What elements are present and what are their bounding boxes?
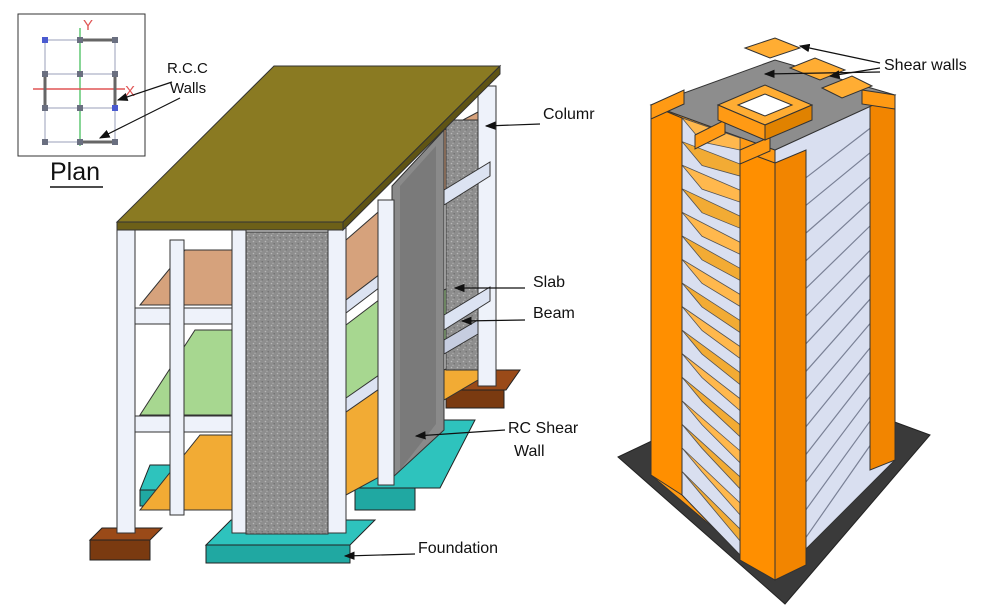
column-back-mid [377,199,395,486]
tower-floor-line [805,347,871,428]
beam-right-3 [443,319,479,355]
tower-left-bay-floors [680,117,741,543]
tower-floor-line [805,127,871,179]
label-beam: Beam [533,305,575,322]
frame-structure: Columr Slab Beam RC Shear Wall Foundatio… [88,64,595,564]
plan-walls-label-line2: Walls [170,80,206,97]
tower-floor-line [805,396,871,483]
footing-teal-center-face [205,544,351,564]
column-front-left [116,227,136,534]
plan-title: Plan [50,158,100,186]
arrow-shear-walls-3 [763,69,881,79]
roof-wall-front-left [694,119,726,150]
plan-nodes [42,37,118,145]
roof-wall-back-1 [743,37,802,59]
inner-column-left [169,239,185,516]
tower-corner-wall-right [869,94,896,471]
label-shear-walls: Shear walls [884,57,967,74]
back-column-right [477,85,497,387]
tower-corner-wall-front [774,149,807,581]
roof-wall-left [650,89,685,120]
tower-floor-line [805,420,871,511]
footing-front-left-face [89,539,151,561]
column-front-mid [231,227,247,534]
rc-shear-wall-front [245,231,329,535]
roof-core-hole [736,93,794,117]
tower-floor-line [805,176,871,234]
tower-right-floor-lines [805,127,871,538]
label-foundation: Foundation [418,540,498,557]
beam-right-1 [443,161,491,206]
arrow-shear-wall [414,429,506,440]
tower-floor-line [805,372,871,455]
plan-walls-label-line1: R.C.C [167,60,208,77]
arrow-beam [460,316,526,326]
tower-floor-line [805,298,871,372]
tower: Shear walls [617,37,967,605]
label-slab: Slab [533,274,565,291]
arrow-column [484,121,541,130]
rc-shear-wall-side-shade [400,146,436,470]
tower-corner-wall-left [650,104,683,496]
label-shear-wall-line1: RC Shear [508,420,579,437]
roof-wall-front-right [739,136,771,165]
plan-walls-arrow-1 [116,81,173,101]
roof-core-right [764,104,813,141]
tower-floor-line [805,249,871,317]
footing-teal-right-face [354,487,416,511]
label-shear-wall-line2: Wall [514,443,545,460]
arrow-shear-walls-1 [798,43,881,64]
roof-slab-edge-side [342,64,501,232]
roof-slab-edge-front [116,221,344,231]
plan-axis-y-label: Y [83,17,93,34]
plan-axis-x-label: X [125,83,135,100]
roof-wall-right [861,89,896,110]
tower-floor-line [805,152,871,206]
tower-floor-line [805,225,871,289]
slab-left-2 [139,329,236,416]
plan-view: Y X R.C.C Walls Plan [17,13,208,188]
tower-floor-line [805,445,871,538]
plan-walls-arrow-2 [98,97,181,139]
tower-floor-line [805,274,871,345]
slab-left-1 [138,249,236,306]
roof-wall-back-3 [820,75,874,99]
column-front-right [327,227,347,534]
tower-floor-line [805,201,871,262]
arrow-foundation [343,551,416,560]
label-column: Columr [543,106,595,123]
beam-right-2 [443,286,491,331]
tower-corner-wall-mid [739,149,776,581]
tower-floor-line [805,323,871,400]
